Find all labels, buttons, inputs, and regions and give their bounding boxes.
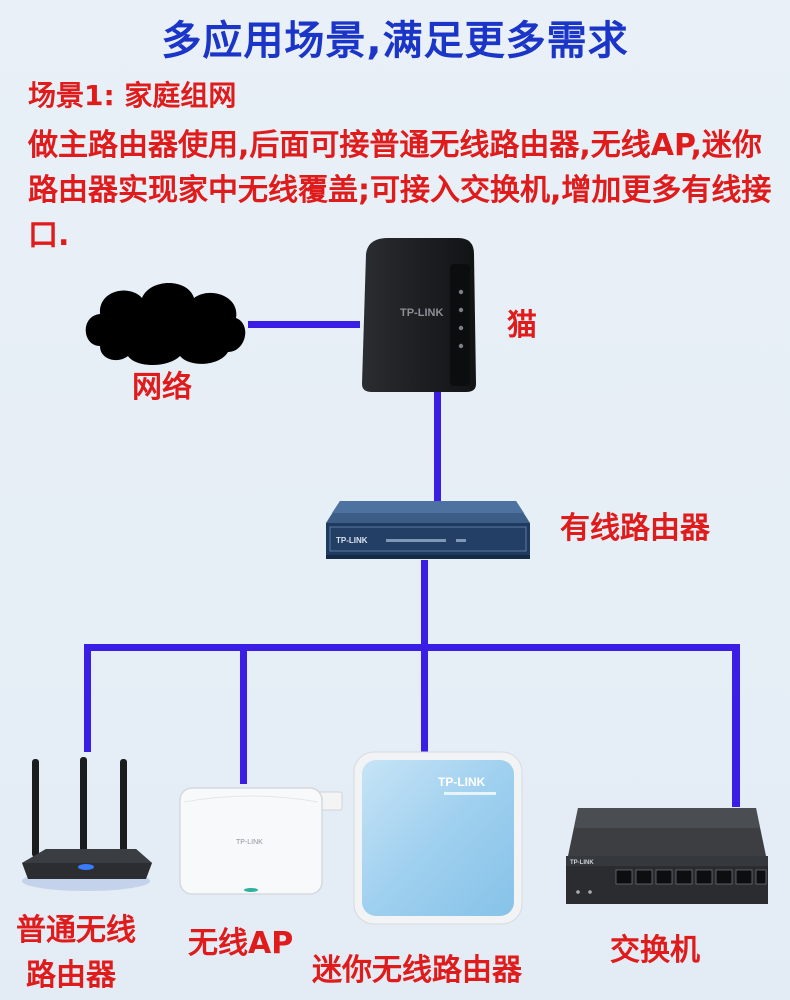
switch-label: 交换机 (610, 933, 700, 968)
modem-logo: TP-LINK (400, 307, 443, 319)
wireless-router-label-line2: 路由器 (26, 958, 116, 993)
wired-router-device: TP-LINK (326, 497, 530, 561)
network-label: 网络 (132, 370, 192, 405)
scenario-label: 场景1: 家庭组网 (28, 79, 237, 112)
wireless-router-label-line1: 普通无线 (16, 913, 136, 948)
wired-router-logo: TP-LINK (336, 536, 368, 545)
link-network-modem (248, 321, 360, 328)
distribution-bus (84, 644, 740, 651)
page-title: 多应用场景,满足更多需求 (161, 18, 629, 64)
wired-router-label: 有线路由器 (560, 511, 710, 546)
access-point-label: 无线AP (188, 926, 294, 961)
link-bus-switch (732, 644, 740, 807)
mini-router-logo: TP-LINK (438, 775, 486, 789)
link-bus-access-point (240, 651, 247, 784)
mini-router-device: TP-LINK (352, 750, 524, 926)
link-router-down (421, 560, 428, 752)
modem-label: 猫 (507, 308, 537, 343)
modem-device: TP-LINK (358, 234, 480, 394)
mini-router-label: 迷你无线路由器 (312, 953, 522, 988)
network-cloud-icon (80, 276, 250, 368)
wireless-router-device (16, 755, 156, 895)
scenario-description: 做主路由器使用,后面可接普通无线路由器,无线AP,迷你路由器实现家中无线覆盖;可… (28, 128, 772, 253)
switch-device: TP-LINK (562, 800, 772, 910)
access-point-device: TP-LINK (176, 782, 356, 900)
link-modem-router (434, 392, 441, 502)
access-point-logo: TP-LINK (236, 839, 263, 846)
switch-logo: TP-LINK (570, 860, 594, 866)
link-bus-wireless-router (84, 644, 91, 752)
